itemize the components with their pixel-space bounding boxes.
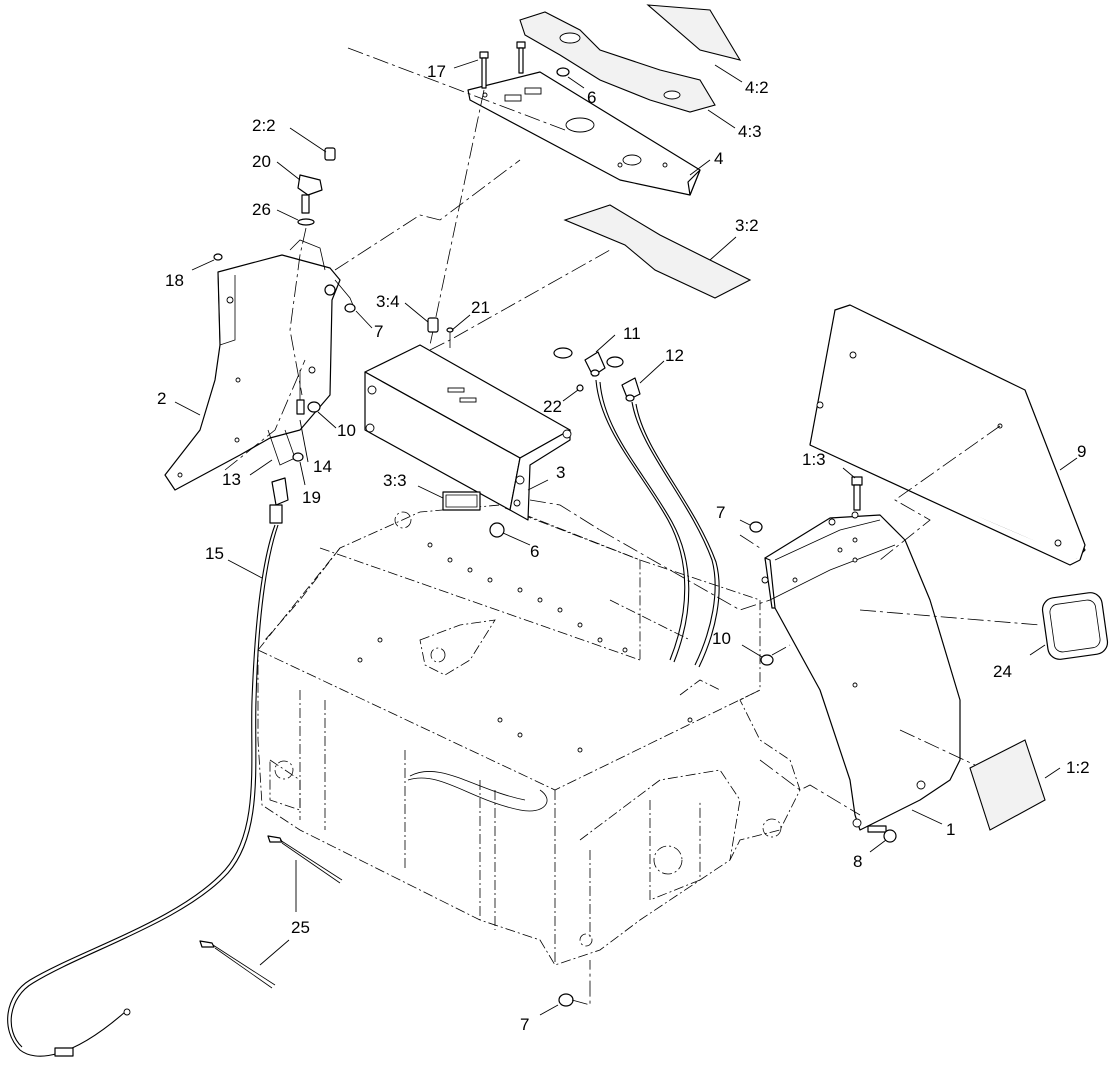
callout-6-top: 6 bbox=[587, 88, 596, 107]
part-24-decal bbox=[1041, 592, 1109, 660]
callout-12: 12 bbox=[665, 346, 684, 365]
callout-3-2: 3:2 bbox=[735, 216, 759, 235]
callout-4: 4 bbox=[714, 149, 723, 168]
callout-8: 8 bbox=[853, 852, 862, 871]
callout-labels: 17 6 4:2 4:3 4 2:2 20 26 18 7 3:2 3:4 21… bbox=[157, 62, 1090, 1034]
axis-17 bbox=[429, 89, 485, 346]
part-12-switch bbox=[606, 356, 641, 402]
part-14-rod-end bbox=[296, 370, 305, 415]
part-19-nut bbox=[292, 452, 304, 462]
part-15-cable bbox=[7, 477, 289, 1057]
callout-4-2: 4:2 bbox=[745, 78, 769, 97]
part-11-switch bbox=[553, 347, 606, 377]
part-4-2-pad bbox=[646, 4, 742, 61]
frame-phantom bbox=[257, 504, 801, 966]
axis-2-top bbox=[224, 359, 306, 471]
part-8-pin bbox=[867, 825, 897, 843]
leader-lines bbox=[174, 59, 1078, 1016]
axis-3-plate bbox=[429, 249, 611, 351]
axis-1-bottom bbox=[759, 759, 861, 816]
axis-9 bbox=[879, 425, 1001, 561]
callout-9: 9 bbox=[1077, 442, 1086, 461]
callout-22: 22 bbox=[543, 397, 562, 416]
callout-15: 15 bbox=[205, 544, 224, 563]
callout-26: 26 bbox=[252, 200, 271, 219]
part-6-bolt-top bbox=[516, 41, 570, 77]
part-9-pad bbox=[809, 304, 1086, 566]
part-1-bracket bbox=[761, 511, 961, 831]
part-10-bolt-left bbox=[307, 401, 321, 413]
part-18-screw bbox=[213, 253, 223, 261]
part-25-cable-ties bbox=[199, 835, 343, 989]
part-6-bolt-console bbox=[489, 522, 505, 538]
callout-7-left: 7 bbox=[374, 322, 383, 341]
callout-13: 13 bbox=[222, 470, 241, 489]
callout-4-3: 4:3 bbox=[738, 122, 762, 141]
callout-10-right: 10 bbox=[712, 629, 731, 648]
part-3-3-label bbox=[442, 491, 481, 511]
callout-19: 19 bbox=[302, 488, 321, 507]
part-4-3-insulation bbox=[519, 11, 716, 113]
callout-6-console: 6 bbox=[530, 542, 539, 561]
axis-7-bottom bbox=[571, 960, 591, 1006]
callout-3-4: 3:4 bbox=[376, 292, 400, 311]
part-3-2-pad bbox=[563, 204, 752, 299]
axis-10-right bbox=[771, 644, 791, 656]
callout-3: 3 bbox=[556, 463, 565, 482]
part-7-nut-left bbox=[344, 303, 356, 313]
axis-1-left bbox=[599, 529, 771, 611]
axis-3-right bbox=[529, 499, 601, 531]
callout-18: 18 bbox=[165, 271, 184, 290]
callout-14: 14 bbox=[313, 457, 332, 476]
callout-3-3: 3:3 bbox=[383, 471, 407, 490]
part-20-knob bbox=[297, 174, 323, 214]
part-1-3-screw bbox=[851, 476, 863, 511]
callout-2-2: 2:2 bbox=[252, 116, 276, 135]
callout-10-left: 10 bbox=[337, 421, 356, 440]
callout-17: 17 bbox=[427, 62, 446, 81]
callout-11: 11 bbox=[623, 324, 641, 343]
part-3-console bbox=[364, 344, 572, 521]
part-3-4-spacer bbox=[427, 317, 439, 333]
callout-1-2: 1:2 bbox=[1066, 758, 1090, 777]
callout-24: 24 bbox=[993, 662, 1012, 681]
part-26-washer bbox=[297, 218, 315, 226]
part-17-screw bbox=[479, 51, 489, 89]
part-22-screw bbox=[576, 384, 584, 392]
callout-7-right: 7 bbox=[716, 503, 725, 522]
part-2-2-spacer bbox=[324, 147, 336, 161]
axis-7-right bbox=[739, 534, 761, 549]
frame-holes bbox=[357, 542, 693, 753]
axis-20 bbox=[289, 227, 307, 396]
part-1-2-pad bbox=[969, 739, 1046, 831]
callout-2: 2 bbox=[157, 389, 166, 408]
part-10-bolt-right bbox=[760, 654, 774, 666]
callout-1: 1 bbox=[946, 820, 955, 839]
callout-25: 25 bbox=[291, 918, 310, 937]
part-7-nut-right bbox=[749, 521, 763, 533]
switch-cables bbox=[595, 379, 720, 668]
part-21-screw bbox=[446, 327, 454, 348]
axis-4-left bbox=[347, 47, 566, 131]
part-4-plate bbox=[467, 71, 701, 196]
callout-1-3: 1:3 bbox=[802, 450, 826, 469]
callout-21: 21 bbox=[471, 298, 490, 317]
axis-1-2 bbox=[899, 729, 976, 766]
axis-2-right bbox=[334, 159, 521, 271]
part-2-bracket bbox=[164, 239, 356, 491]
callout-20: 20 bbox=[252, 152, 271, 171]
axis-24 bbox=[859, 609, 1041, 626]
callout-7-bottom: 7 bbox=[520, 1015, 529, 1034]
part-7-nut-bottom bbox=[558, 993, 574, 1007]
